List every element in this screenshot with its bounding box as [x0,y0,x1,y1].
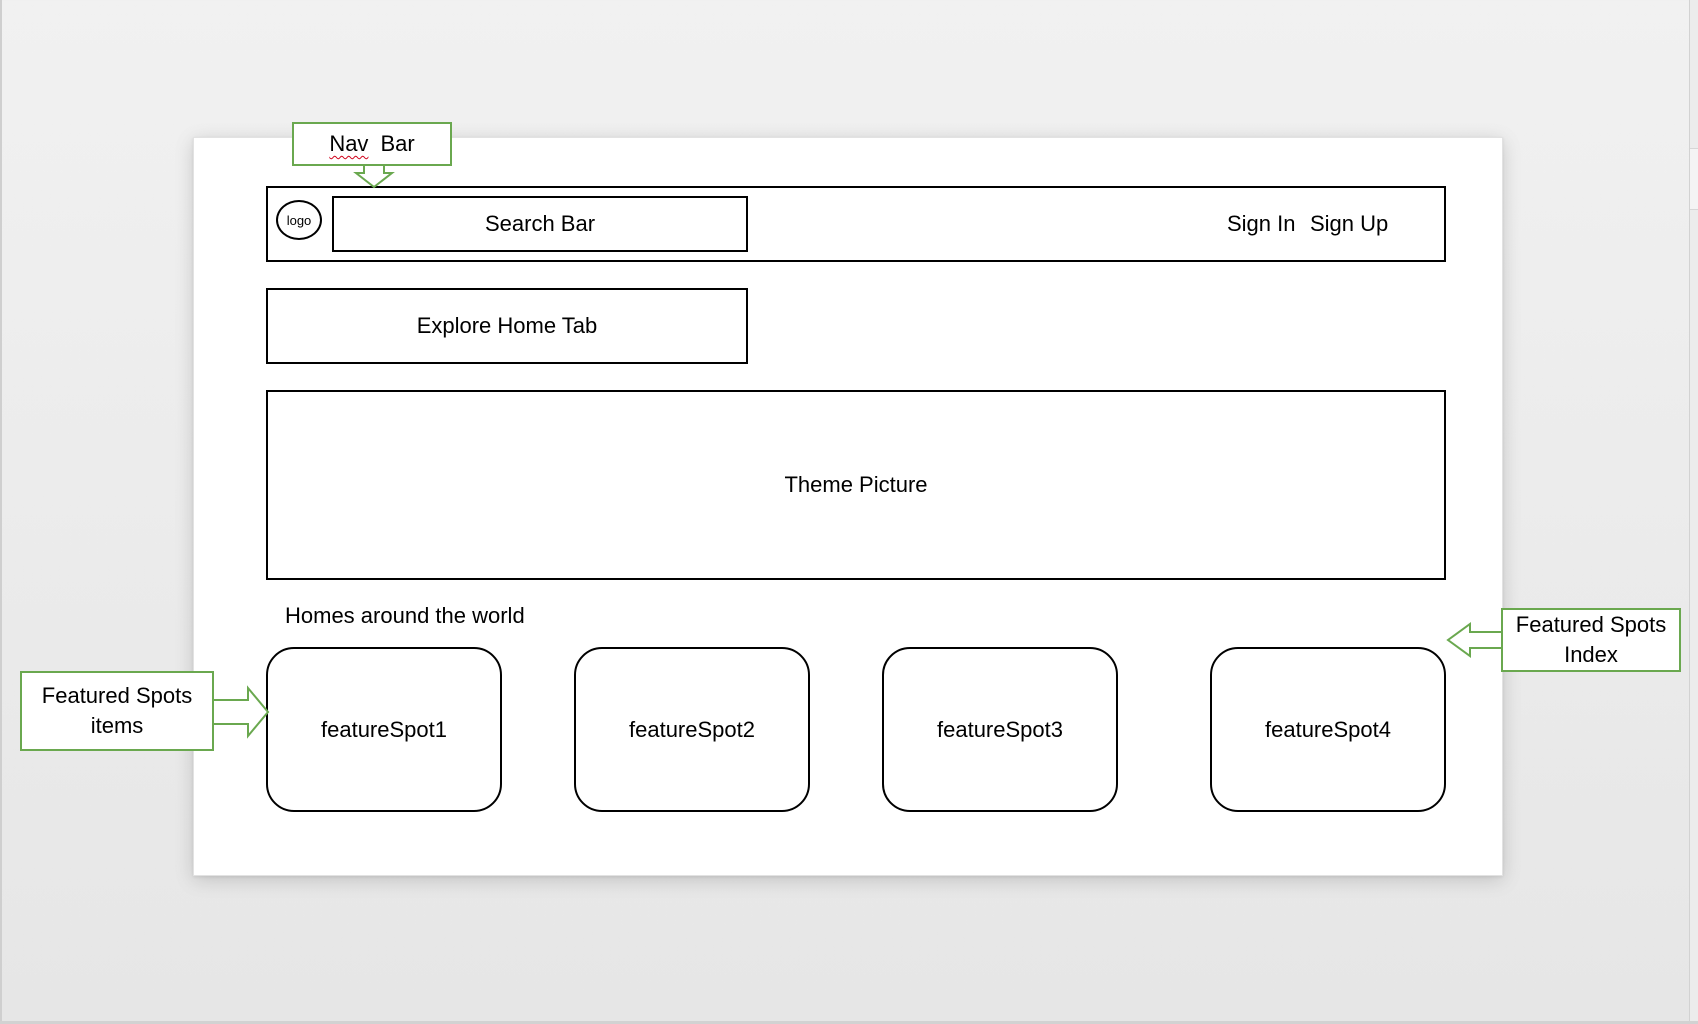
featured-items-callout-text: Featured Spots items [41,683,193,738]
explore-home-tab[interactable]: Explore Home Tab [266,288,748,364]
theme-picture-label: Theme Picture [784,472,928,497]
theme-picture: Theme Picture [266,390,1446,580]
sign-in-link[interactable]: Sign In [1227,211,1296,236]
feature-spot-label: featureSpot1 [321,716,447,742]
scrollbar-thumb[interactable] [1690,148,1698,210]
featured-index-callout-text: Featured Spots Index [1515,612,1667,667]
window-left-edge [0,0,2,1024]
logo[interactable]: logo [276,200,322,240]
nav-bar-callout-word2: Bar [380,131,415,156]
logo-label: logo [286,212,312,228]
explore-home-tab-label: Explore Home Tab [416,313,598,338]
nav-bar-callout-arrow [353,164,395,189]
featured-index-callout-arrow [1446,622,1504,658]
feature-spot-label: featureSpot4 [1265,716,1391,742]
sign-up-link[interactable]: Sign Up [1310,211,1389,236]
feature-spot-card[interactable]: featureSpot3 [882,647,1118,812]
search-bar-label: Search Bar [484,211,596,236]
nav-bar-callout-word1: Nav [329,131,369,156]
feature-spot-label: featureSpot2 [629,716,755,742]
window-bottom-edge [0,1021,1698,1024]
featured-items-callout: Featured Spots items [20,671,214,751]
search-bar[interactable]: Search Bar [332,196,748,252]
feature-spot-label: featureSpot3 [937,716,1063,742]
nav-bar-callout: Nav Bar [292,122,452,166]
feature-spot-card[interactable]: featureSpot4 [1210,647,1446,812]
featured-items-callout-arrow [212,685,270,739]
feature-spot-card[interactable]: featureSpot1 [266,647,502,812]
featured-section-heading: Homes around the world [285,603,525,628]
feature-spot-card[interactable]: featureSpot2 [574,647,810,812]
scrollbar-track[interactable] [1689,0,1698,1024]
featured-index-callout: Featured Spots Index [1501,608,1681,672]
